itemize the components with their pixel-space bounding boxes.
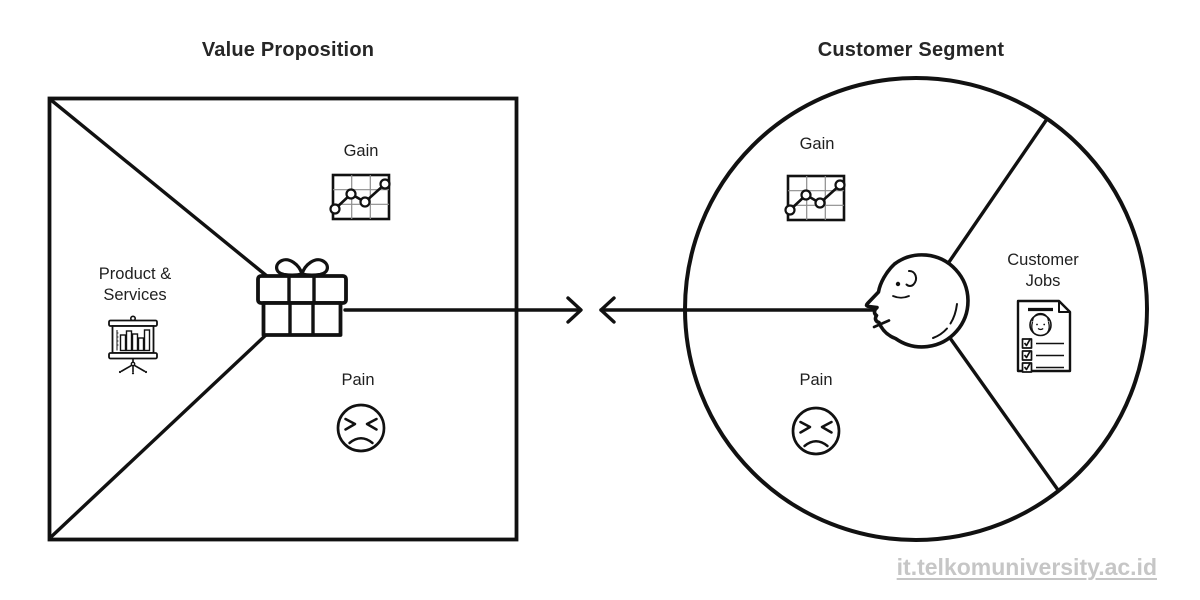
gain-chart-icon [329, 173, 391, 221]
value-proposition-title: Value Proposition [201, 39, 375, 61]
gain-chart-icon [784, 174, 846, 222]
pain-face-icon [791, 406, 841, 456]
vp-products-label-line1: Product & [98, 265, 172, 283]
vp-products-label: Product & Services [99, 264, 171, 306]
head-shading-arc-2 [932, 327, 948, 339]
pain-face-icon [336, 403, 386, 453]
products-easel-icon [108, 315, 158, 375]
head-cheek-line [892, 295, 910, 299]
watermark-link[interactable]: it.telkomuniversity.ac.id [896, 554, 1157, 580]
cs-gain-label: Gain [799, 135, 835, 153]
cs-jobs-label-line1: Customer [1007, 251, 1079, 269]
head-eye [895, 281, 901, 287]
customer-segment-title: Customer Segment [817, 39, 1005, 61]
head-shading-arc-1 [949, 303, 958, 325]
cs-jobs-label: Customer Jobs [1007, 250, 1079, 292]
vp-products-label-line2: Services [103, 286, 167, 304]
arrow-left-icon [599, 296, 882, 324]
head-eyebrow [905, 270, 917, 287]
cs-jobs-label-line2: Jobs [1025, 272, 1061, 290]
square-diagonal-top [49, 98, 302, 305]
arrow-right-icon [343, 296, 583, 324]
head-mouth [872, 319, 891, 329]
vp-pain-label: Pain [341, 371, 375, 389]
customer-jobs-document-icon [1016, 299, 1072, 373]
cs-pain-label: Pain [799, 371, 833, 389]
gift-icon [256, 258, 348, 337]
vp-gain-label: Gain [343, 142, 379, 160]
square-diagonal-bottom [49, 301, 302, 539]
head-profile-icon [864, 253, 970, 349]
